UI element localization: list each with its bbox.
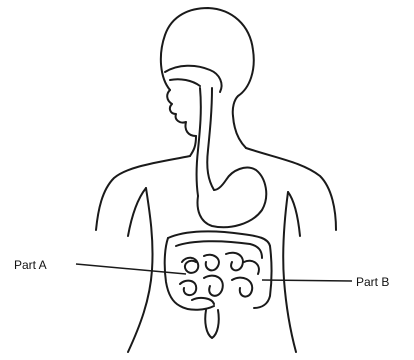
part-a-leader-line — [76, 264, 186, 274]
tongue — [170, 79, 200, 86]
face-profile — [167, 90, 196, 136]
esophagus-right — [207, 88, 214, 190]
neck-right — [233, 116, 246, 148]
right-arm-inner — [288, 192, 300, 236]
rectum — [205, 310, 219, 338]
esophagus-left — [197, 88, 201, 196]
left-arm-inner — [128, 188, 146, 236]
part-b-leader-line — [262, 280, 352, 281]
small-intestine-coils — [180, 253, 259, 304]
head-outline — [161, 8, 254, 116]
large-intestine-inner — [176, 241, 262, 258]
neck-left — [190, 136, 196, 156]
right-torso-side — [283, 192, 296, 352]
part-b-label: Part B — [356, 275, 389, 289]
part-a-label: Part A — [14, 258, 47, 272]
right-shoulder — [246, 148, 336, 230]
